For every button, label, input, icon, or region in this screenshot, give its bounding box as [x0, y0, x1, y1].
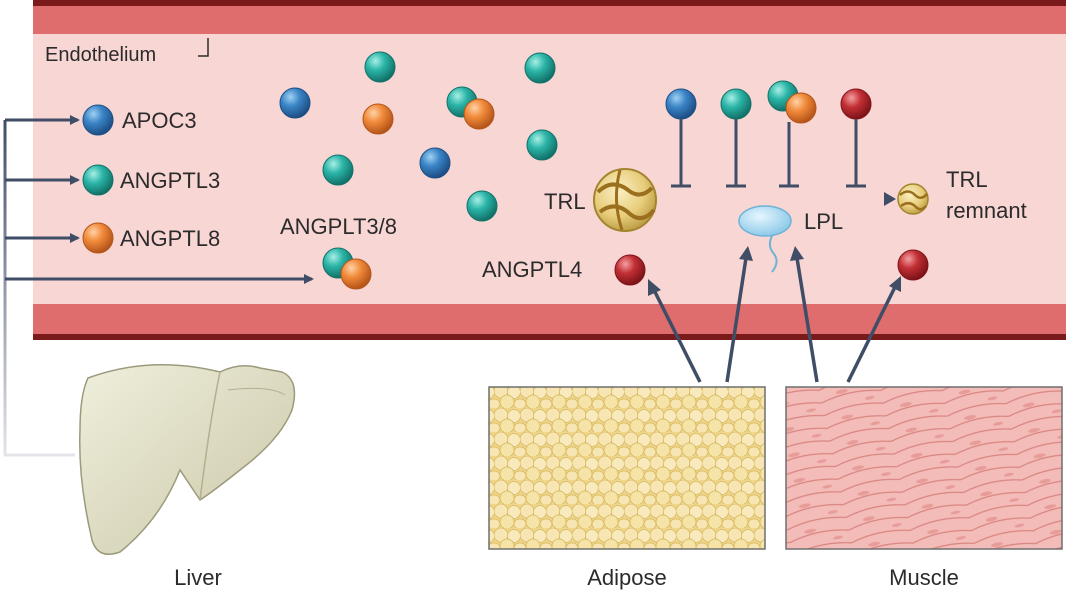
angptl8-label: ANGPTL8 [120, 226, 220, 251]
angptl3-label: ANGPTL3 [120, 168, 220, 193]
muscle-to-lpl-head [790, 246, 804, 261]
liver-icon [79, 364, 296, 555]
vessel-wall-bottom [33, 304, 1066, 334]
adipose-to-lpl-head [739, 246, 753, 261]
apoc3-molecule-icon [82, 104, 114, 136]
muscle-to-angptl4-head [889, 276, 901, 292]
tissue-secretion-arrows [648, 246, 901, 383]
liver-secretion-arrows [3, 115, 314, 457]
apoc3-label: APOC3 [122, 108, 197, 133]
inhibition-line-apoc3 [671, 119, 691, 188]
vessel-wall-top [33, 6, 1066, 34]
angptl3-molecule-icon [82, 164, 114, 196]
angptl3-molecule [526, 129, 558, 161]
angptl4-label: ANGPTL4 [482, 257, 582, 282]
inhibition-line-angptl3 [726, 119, 746, 188]
angplt3-8-label: ANGPLT3/8 [280, 214, 397, 239]
inhibition-line-angptl3-8 [779, 122, 799, 188]
floating-molecules [279, 51, 558, 222]
vessel-wall-top-outer [33, 0, 1066, 6]
angptl4-inhibitor [840, 88, 872, 120]
lpl-enzyme-icon [738, 205, 792, 273]
trl-label: TRL [544, 189, 586, 214]
adipose-to-angptl4-arrow [652, 289, 702, 383]
angptl4-molecule-muscle [897, 249, 929, 281]
adipose-to-lpl-arrow [725, 257, 748, 383]
vessel-wall-bottom-outer [33, 334, 1066, 340]
apoc3-inhibitor [665, 88, 697, 120]
angptl8-molecule-icon [82, 222, 114, 254]
angptl3-inhibitor [720, 88, 752, 120]
muscle-tissue-icon [785, 386, 1063, 550]
apoc3-molecule [279, 87, 311, 119]
adipose-tissue-icon [488, 386, 766, 550]
muscle-to-lpl-arrow [795, 257, 819, 383]
trl-remnant-label-line1: TRL [946, 167, 988, 192]
trl-particle-icon [593, 168, 657, 232]
lipolysis-arrowhead [884, 192, 896, 206]
lpl-label: LPL [804, 209, 843, 234]
angptl3-molecule [524, 52, 556, 84]
angptl8-molecule [463, 98, 495, 130]
angptl3-8-inhibitor-orange [785, 92, 817, 124]
angptl3-8-complex-orange [340, 258, 372, 290]
angptl3-molecule [466, 190, 498, 222]
endothelium-label: Endothelium [45, 44, 156, 66]
trl-remnant-icon [897, 183, 929, 215]
angptl8-molecule [362, 103, 394, 135]
angptl3-molecule [322, 154, 354, 186]
liver-trunk-line [3, 120, 75, 457]
endothelium-pointer [198, 38, 209, 57]
liver-label: Liver [174, 565, 222, 590]
lpl-inhibitors [665, 80, 872, 188]
angptl4-molecule-icon [614, 254, 646, 286]
adipose-label: Adipose [587, 565, 667, 590]
inhibition-line-angptl4 [846, 119, 866, 188]
muscle-to-angptl4-arrow [846, 286, 897, 383]
adipose-to-angptl4-head [648, 279, 661, 296]
muscle-label: Muscle [889, 565, 959, 590]
trl-remnant-label-line2: remnant [946, 198, 1027, 223]
angptl3-molecule [364, 51, 396, 83]
apoc3-molecule [419, 147, 451, 179]
